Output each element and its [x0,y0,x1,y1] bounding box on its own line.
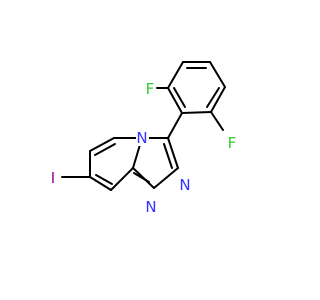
atom-f-lower: F [226,130,239,152]
atom-n-triazole-right: N [179,176,192,194]
bond-aryl-triazole [167,112,183,139]
atom-n-bridgehead: N [136,129,149,147]
bond [89,176,112,191]
double-bond-inner [94,143,116,156]
double-bond-inner [163,143,173,169]
double-bond-inner [206,87,220,108]
bond [153,167,179,189]
bond [167,87,183,114]
atom-label-n: N [145,198,156,216]
atom-iodine: I [48,168,58,187]
molecule-structure-diagram: F F N N N I [48,61,239,216]
bond [209,61,226,88]
atom-label-f: F [228,134,237,152]
double-bond-inner [173,87,186,108]
atom-label-n: N [179,176,190,194]
bond [110,167,134,191]
atom-label-i: I [51,169,55,187]
atom-f-upper: F [143,79,156,98]
atom-label-n: N [136,129,147,147]
double-bond-inner [133,172,150,183]
bond [210,86,226,113]
bond [167,137,179,169]
bond [89,137,115,152]
atom-label-f: F [146,80,155,98]
double-bond-inner [95,174,113,185]
bond-c-f-lower [210,111,224,131]
bond [167,61,184,89]
atom-labels: F F N N N I [48,79,239,216]
bond [181,111,212,114]
atom-n-triazole-bottom: N [145,198,158,216]
difluorophenyl-ring [167,61,226,114]
